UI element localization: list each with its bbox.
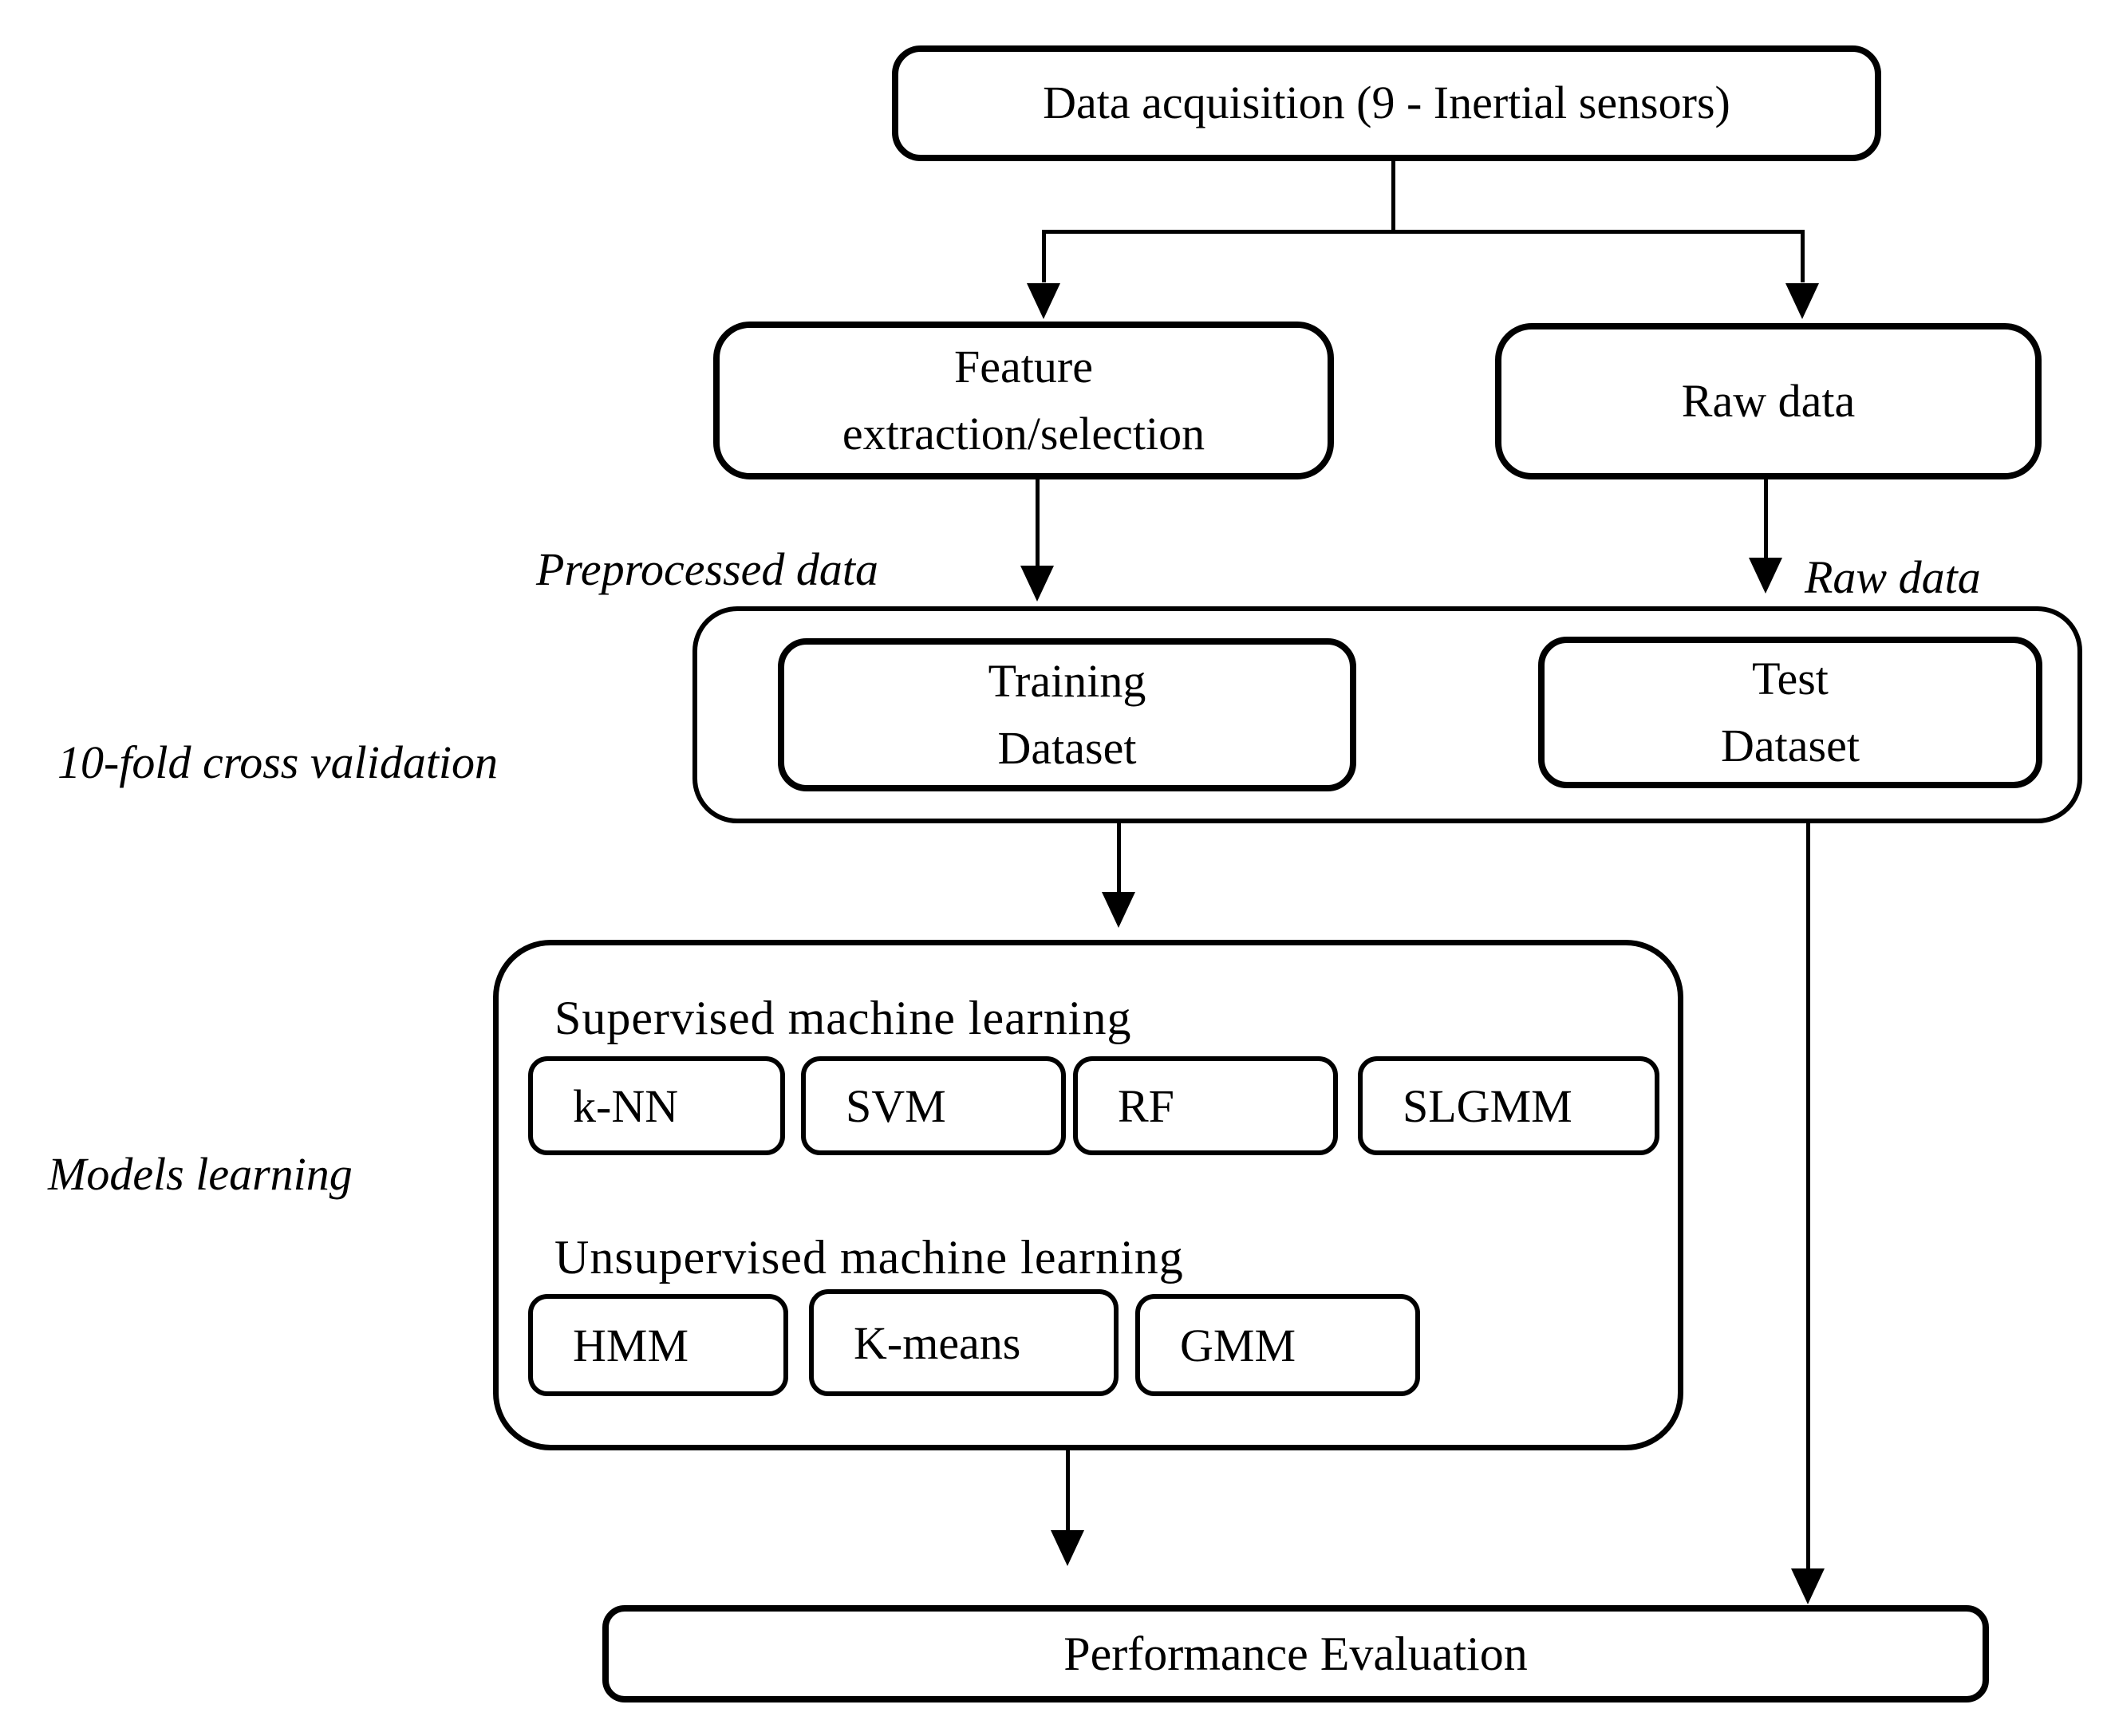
arrowhead-models-to-performance [1051,1530,1084,1566]
training-dataset-label-line1: Training [988,654,1146,707]
connector-feature-to-cv [1036,479,1040,566]
test-dataset-label-line2: Dataset [1721,720,1860,771]
feature-extraction-label-line2: extraction/selection [842,408,1205,460]
model-box-rf: RF [1073,1056,1338,1155]
raw-data-box: Raw data [1495,323,2042,479]
model-box-slgmm-label: SLGMM [1403,1079,1572,1132]
raw-data-annotation: Raw data [1805,551,1981,603]
model-box-slgmm: SLGMM [1358,1056,1659,1155]
training-dataset-label-line2: Dataset [997,722,1137,774]
model-box-svm: SVM [801,1056,1066,1155]
arrowhead-raw-data [1749,558,1782,594]
connector-cv-to-models [1117,823,1121,894]
model-box-hmm: HMM [528,1294,788,1396]
arrowhead-test-to-performance [1791,1568,1825,1604]
test-dataset-box: Test Dataset [1538,637,2042,788]
model-box-kmeans-label: K-means [854,1316,1021,1369]
performance-evaluation-box: Performance Evaluation [602,1605,1989,1702]
preprocessed-data-annotation: Preprocessed data [536,543,878,595]
model-box-gmm: GMM [1135,1294,1420,1396]
raw-data-label: Raw data [1681,374,1856,427]
connector-branch-right [1801,230,1805,282]
model-box-rf-label: RF [1118,1079,1174,1132]
connector-top-stem [1391,161,1395,231]
model-box-svm-label: SVM [846,1079,946,1132]
supervised-heading: Supervised machine learning [554,992,1132,1044]
connector-models-to-performance [1066,1450,1070,1532]
model-box-hmm-label: HMM [573,1319,689,1371]
arrowhead-to-models [1102,892,1135,928]
arrowhead-preprocessed-data [1020,566,1054,602]
data-acquisition-label: Data acquisition (9 - Inertial sensors) [1043,77,1730,129]
connector-rawdata-to-cv [1764,479,1768,558]
unsupervised-heading: Unsupervised machine learning [554,1231,1184,1284]
feature-extraction-label-line1: Feature [954,340,1093,393]
connector-branch-left [1042,230,1046,282]
training-dataset-box: Training Dataset [778,638,1356,791]
connector-test-to-performance [1806,823,1810,1568]
arrowhead-to-raw-data [1785,283,1819,319]
performance-evaluation-label: Performance Evaluation [1063,1627,1528,1680]
cross-validation-annotation: 10-fold cross validation [57,736,499,788]
connector-branch-horizontal [1042,230,1805,234]
model-box-gmm-label: GMM [1180,1319,1296,1371]
data-acquisition-box: Data acquisition (9 - Inertial sensors) [892,45,1881,161]
feature-extraction-box: Feature extraction/selection [713,322,1334,479]
model-box-kmeans: K-means [809,1289,1119,1396]
test-dataset-label-line1: Test [1752,652,1829,704]
arrowhead-to-feature-extraction [1027,283,1060,319]
model-box-knn: k-NN [528,1056,785,1155]
models-learning-annotation: Models learning [48,1148,353,1200]
model-box-knn-label: k-NN [573,1079,679,1132]
